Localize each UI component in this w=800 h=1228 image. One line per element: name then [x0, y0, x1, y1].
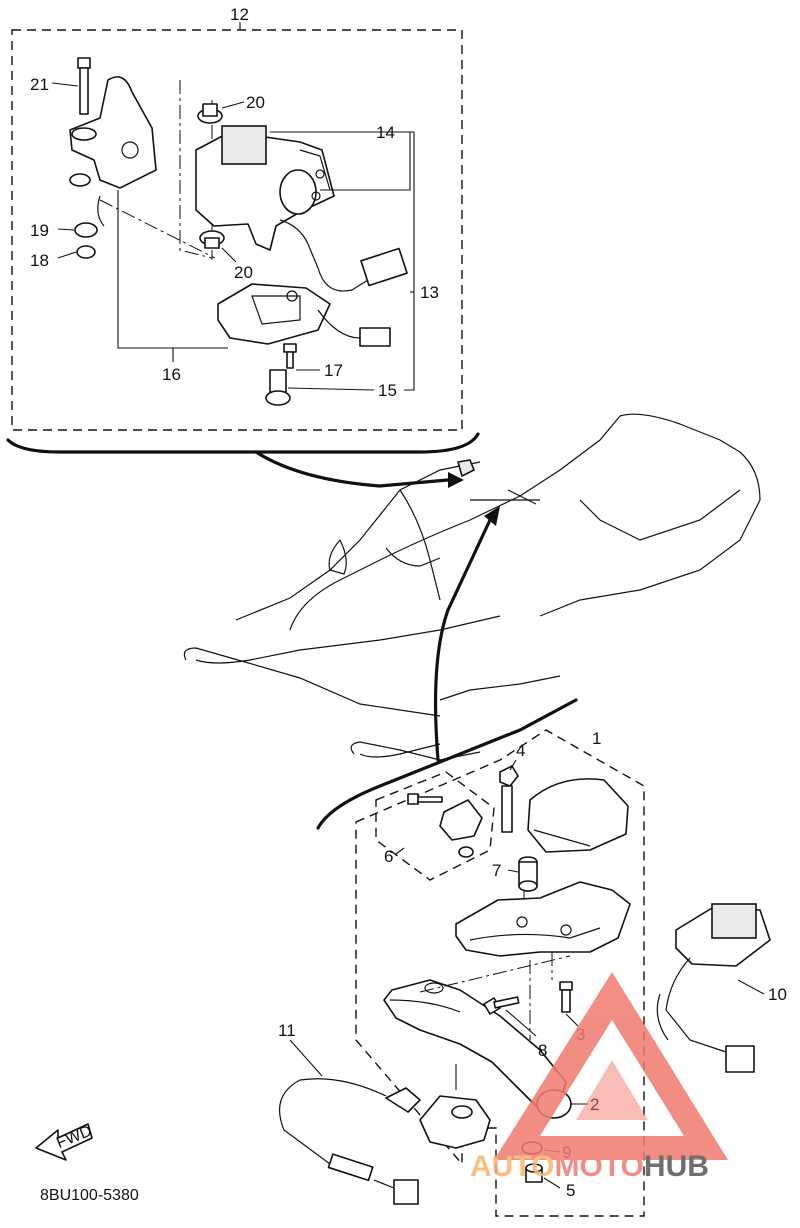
switch-plate-16: [217, 283, 391, 347]
lower-assembly-1: [278, 729, 771, 1217]
switch-mount-location: [456, 459, 476, 478]
automotohub-watermark: AUTOMOTOHUB: [470, 972, 728, 1183]
drawing-code: 8BU100-5380: [40, 1187, 139, 1204]
callout-10: 10: [768, 985, 787, 1004]
callout-19: 19: [30, 221, 49, 240]
watermark-auto: AUTO: [470, 1150, 554, 1183]
mounting-bracket: [69, 76, 157, 227]
arrow-from-inset: [254, 450, 450, 488]
inset-cut-line: [6, 432, 480, 454]
fwd-direction-arrow: FWD: [35, 1123, 94, 1161]
bolt-4: [499, 765, 519, 833]
grommet-20-top: [197, 103, 223, 124]
inset-border: [11, 29, 463, 431]
callout-6: 6: [384, 847, 393, 866]
callout-16: 16: [162, 365, 181, 384]
callout-20-top: 20: [246, 93, 265, 112]
nut-6b: [458, 846, 474, 858]
lower-cut-line: [316, 698, 578, 830]
callout-20-bottom: 20: [234, 263, 253, 282]
callout-21: 21: [30, 75, 49, 94]
collar-7: [518, 856, 538, 892]
throttle-cover: [527, 778, 629, 853]
inset-assembly-12: [6, 22, 480, 454]
snowmobile-outline: [183, 413, 761, 761]
throttle-sensor-11: [278, 1078, 491, 1205]
watermark-text: AUTOMOTOHUB: [470, 1150, 709, 1183]
subassembly-6-border: [375, 771, 495, 881]
screw-6a: [407, 793, 443, 805]
callout-13: 13: [420, 283, 439, 302]
callout-1: 1: [592, 729, 601, 748]
fwd-label: FWD: [54, 1123, 94, 1152]
watermark-moto: MOTO: [554, 1150, 643, 1183]
bolt-21: [77, 57, 91, 115]
grommet-20-bottom: [199, 230, 225, 249]
callout-7: 7: [492, 861, 501, 880]
nut-18: [76, 245, 96, 259]
bolt-15: [265, 369, 291, 406]
nut-5: [525, 1163, 543, 1183]
screw-17: [283, 343, 297, 369]
callout-5: 5: [566, 1181, 575, 1200]
callout-15: 15: [378, 381, 397, 400]
screw-8: [483, 996, 520, 1015]
screw-3: [559, 981, 573, 1013]
callout-11: 11: [278, 1021, 296, 1040]
connector-13: [317, 247, 408, 292]
callout-14: 14: [376, 123, 395, 142]
arrow-from-lower-group: [433, 518, 492, 762]
callout-12: 12: [230, 5, 249, 24]
watermark-hub: HUB: [644, 1150, 709, 1183]
callout-4: 4: [516, 741, 525, 760]
switch-housing-14: [195, 125, 335, 251]
lever-bracket: [455, 881, 631, 957]
watermark-triangle-icon: [494, 972, 728, 1160]
callout-18: 18: [30, 251, 49, 270]
callout-17: 17: [324, 361, 343, 380]
control-unit-10: [656, 903, 771, 1073]
washer-19: [74, 222, 98, 238]
callout-8: 8: [538, 1041, 547, 1060]
cable-holder-6: [439, 799, 483, 841]
